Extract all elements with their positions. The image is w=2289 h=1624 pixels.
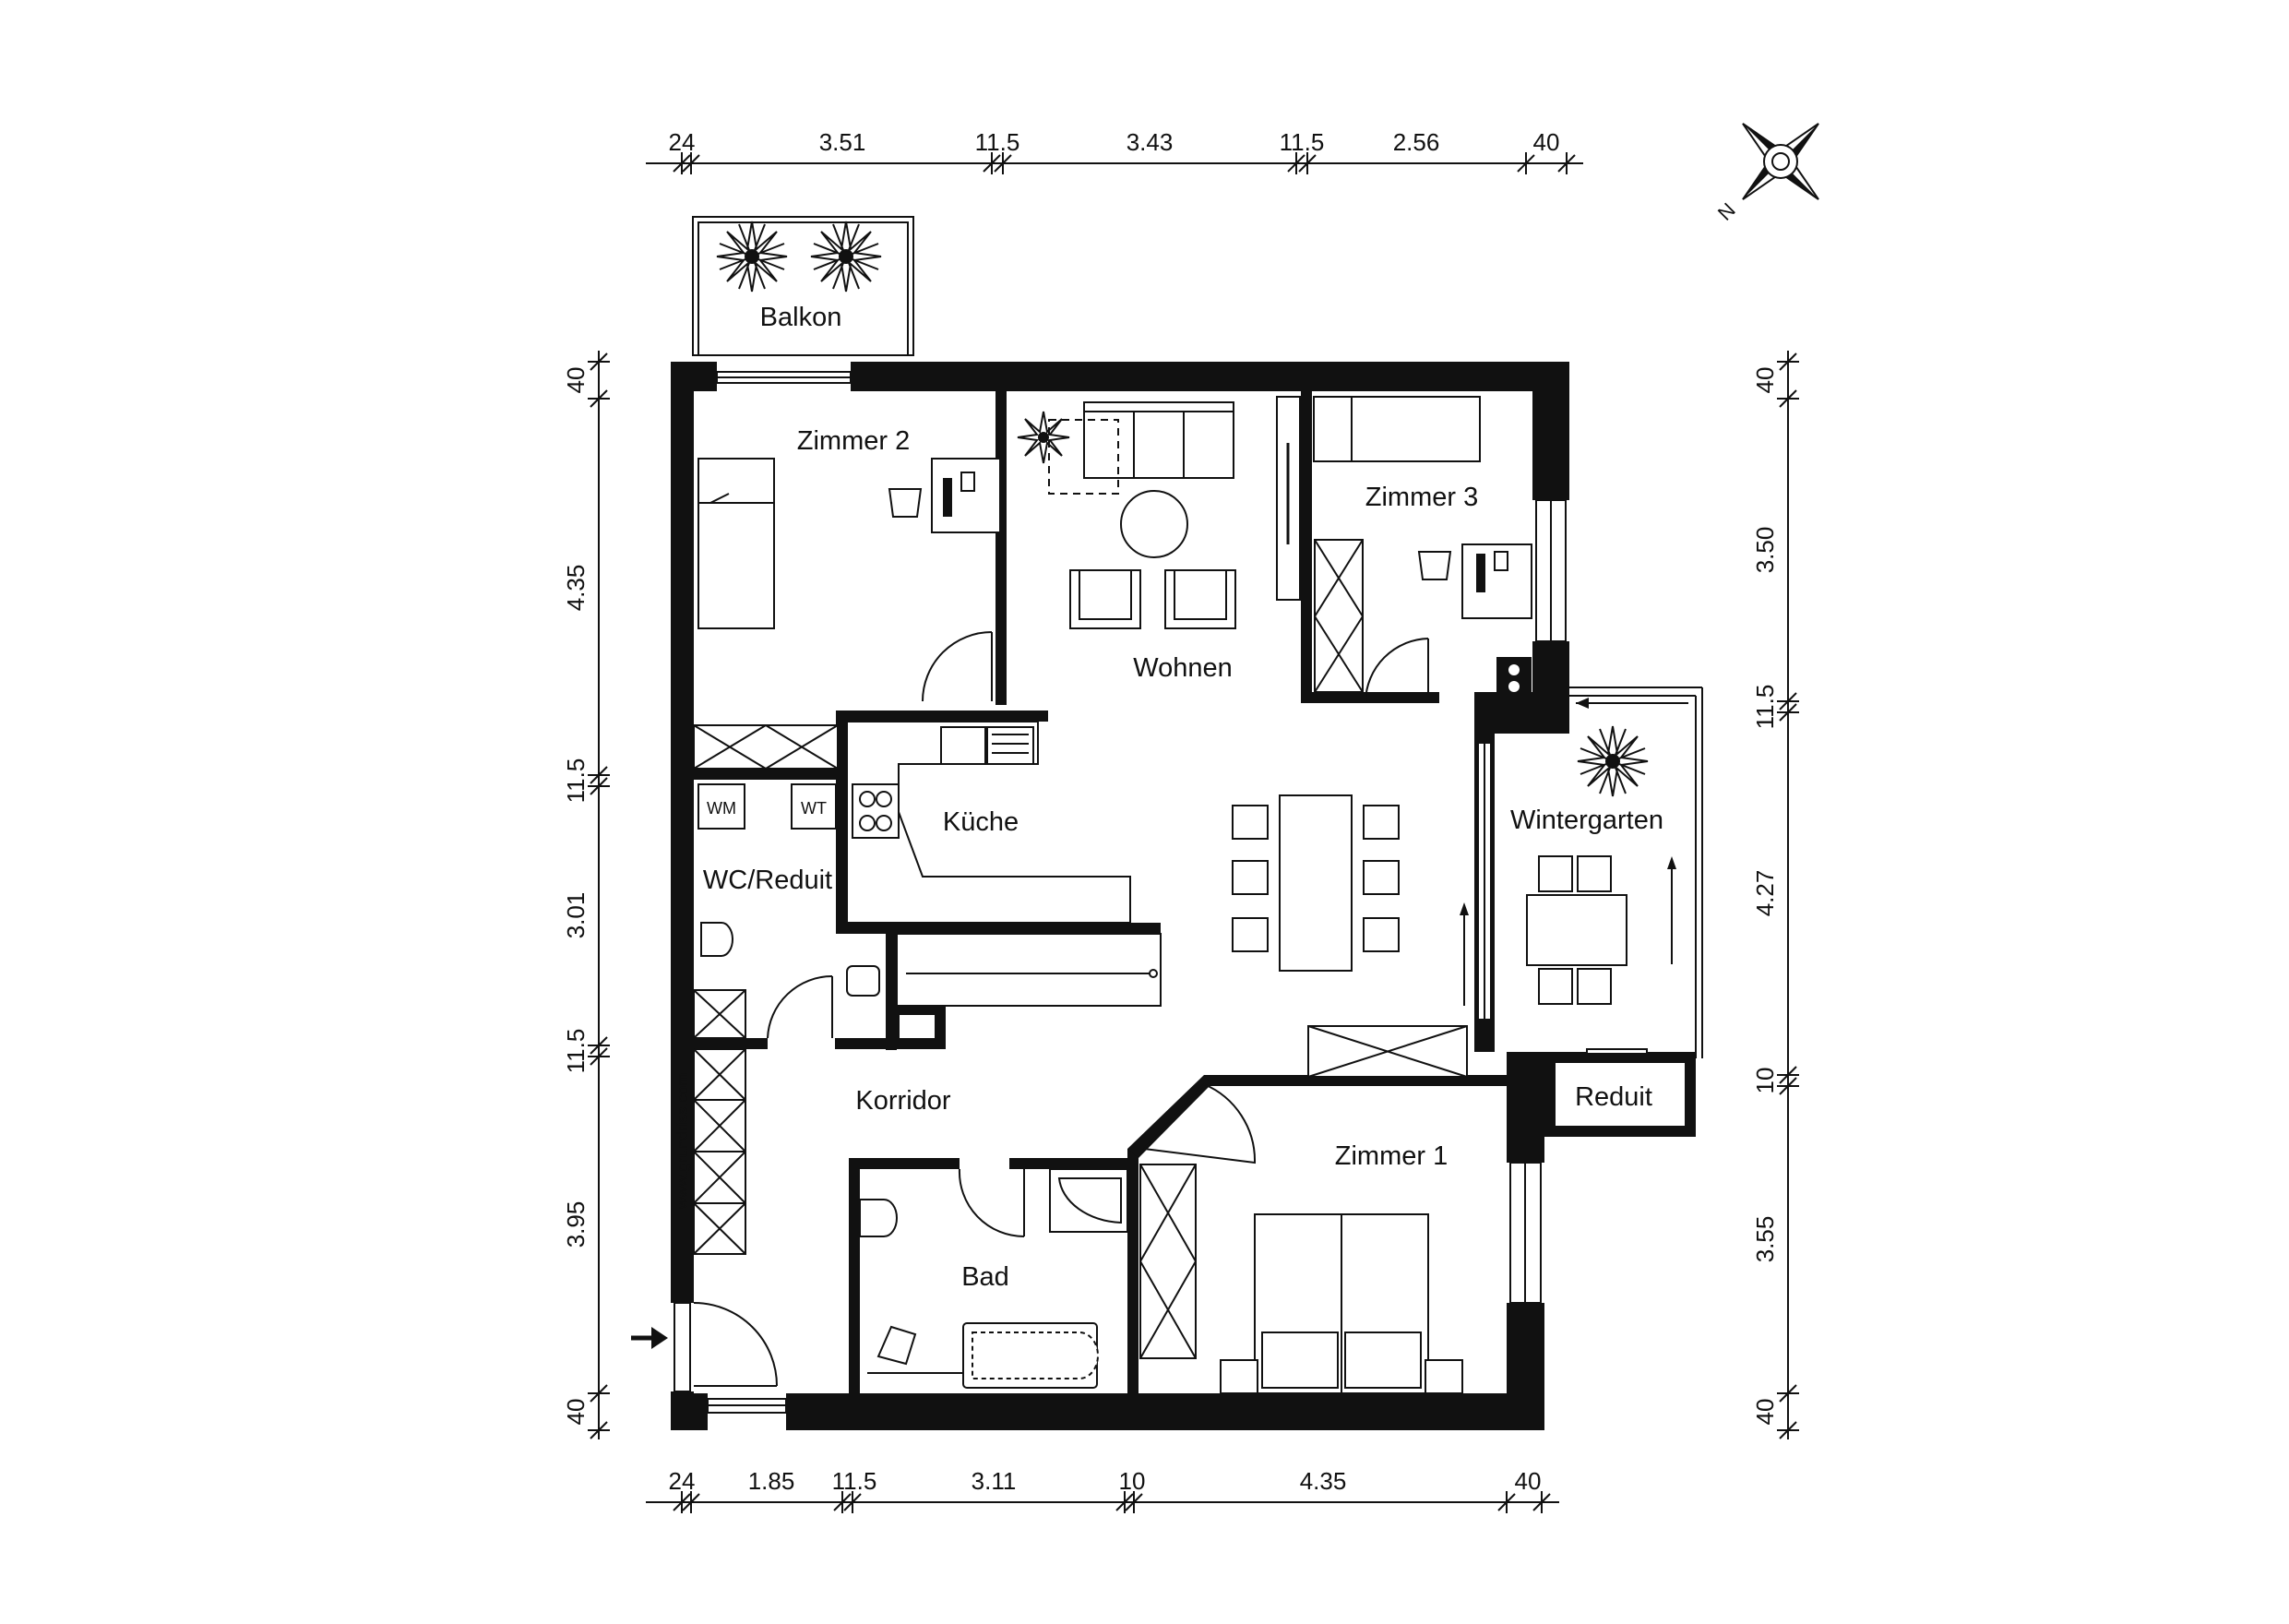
wardrobe-zimmer1 [1139, 1164, 1197, 1359]
dim-right-2: 3.50 [1751, 527, 1779, 574]
dim-bottom-2: 1.85 [748, 1467, 795, 1495]
sideboard-wohnen [1307, 1025, 1468, 1078]
round-table [1120, 490, 1188, 558]
room-labels: Balkon Zimmer 2 Zimmer 3 Wohnen Küche WC… [703, 303, 1663, 1292]
dim-bottom-1: 24 [669, 1467, 696, 1495]
compass-icon [1742, 123, 1819, 200]
dim-bottom-3: 11.5 [832, 1467, 877, 1495]
desk-zimmer2 [888, 458, 1001, 533]
wardrobe-zimmer3 [1314, 539, 1364, 693]
windows [674, 371, 1648, 1414]
label-wohnen: Wohnen [1133, 653, 1233, 683]
label-balkon: Balkon [760, 303, 842, 332]
wc-fixtures [693, 922, 880, 1039]
dim-top-1: 24 [669, 128, 696, 156]
label-zimmer1: Zimmer 1 [1335, 1141, 1448, 1171]
label-reduit: Reduit [1575, 1082, 1652, 1112]
plant-icon [716, 221, 1649, 797]
dimension-lines [588, 152, 1799, 1513]
wardrobe-zimmer2 [693, 724, 839, 770]
washer-dryer [697, 783, 837, 830]
dim-right-3: 11.5 [1751, 685, 1779, 730]
doors [693, 631, 1429, 1387]
walls [671, 362, 1696, 1430]
label-bad: Bad [961, 1262, 1009, 1292]
dim-top-4: 3.43 [1127, 128, 1174, 156]
bed-zimmer2 [697, 458, 775, 629]
furniture [693, 221, 1676, 1394]
dim-top-7: 40 [1533, 128, 1560, 156]
closet-korridor [693, 1048, 746, 1255]
dim-left-3: 11.5 [562, 758, 590, 804]
dim-top-5: 11.5 [1280, 128, 1325, 156]
bathroom-fixtures [859, 1168, 1128, 1389]
label-zimmer3: Zimmer 3 [1365, 483, 1478, 512]
dim-top-2: 3.51 [819, 128, 866, 156]
balcony [692, 216, 914, 356]
dimensions-bottom: 24 1.85 11.5 3.11 10 4.35 40 [669, 1467, 1542, 1495]
kitchen-counter [846, 721, 1131, 924]
dim-bottom-7: 40 [1515, 1467, 1542, 1495]
label-wt: WT [801, 799, 827, 818]
bed-zimmer3 [1313, 396, 1481, 462]
label-korridor: Korridor [855, 1086, 950, 1116]
dim-right-4: 4.27 [1751, 870, 1779, 917]
wintergarten-outline [1566, 687, 1703, 1058]
armchairs [1069, 569, 1236, 629]
dim-left-6: 3.95 [562, 1201, 590, 1248]
dim-bottom-6: 4.35 [1300, 1467, 1347, 1495]
dim-right-1: 40 [1751, 367, 1779, 394]
dining-table [1232, 794, 1400, 972]
double-bed [1220, 1213, 1463, 1394]
dim-left-7: 40 [562, 1399, 590, 1426]
desk-zimmer3 [1417, 543, 1532, 619]
dim-top-6: 2.56 [1393, 128, 1440, 156]
label-kueche: Küche [943, 807, 1019, 837]
label-wc-reduit: WC/Reduit [703, 866, 832, 895]
dim-left-4: 3.01 [562, 892, 590, 939]
sliding-door-marker [1460, 902, 1469, 1006]
kitchen-island [896, 933, 1162, 1007]
dim-bottom-4: 3.11 [972, 1467, 1017, 1495]
entrance-arrow-icon [631, 1327, 668, 1349]
watermark: www.grundriss.com [674, 1073, 691, 1210]
dimensions-left: 40 4.35 11.5 3.01 11.5 3.95 40 [562, 367, 590, 1426]
tv-cabinet [1276, 396, 1301, 601]
dimensions-top: 24 3.51 11.5 3.43 11.5 2.56 40 [669, 128, 1560, 156]
dim-left-2: 4.35 [562, 565, 590, 612]
dimensions-right: 40 3.50 11.5 4.27 10 3.55 40 [1751, 367, 1779, 1426]
label-wm: WM [707, 799, 736, 818]
dim-left-1: 40 [562, 367, 590, 394]
wintergarten-dining [1526, 855, 1627, 1005]
sofa-wohnen [1048, 401, 1234, 495]
dim-right-7: 40 [1751, 1399, 1779, 1426]
dim-right-5: 10 [1751, 1068, 1779, 1094]
dim-left-5: 11.5 [562, 1029, 590, 1074]
dim-top-3: 11.5 [975, 128, 1020, 156]
label-wintergarten: Wintergarten [1510, 806, 1663, 835]
dim-bottom-5: 10 [1119, 1467, 1146, 1495]
heating-pipes [1496, 657, 1532, 699]
dim-right-6: 3.55 [1751, 1216, 1779, 1263]
wintergarten-door-marker [1667, 856, 1676, 964]
label-zimmer2: Zimmer 2 [797, 426, 910, 456]
